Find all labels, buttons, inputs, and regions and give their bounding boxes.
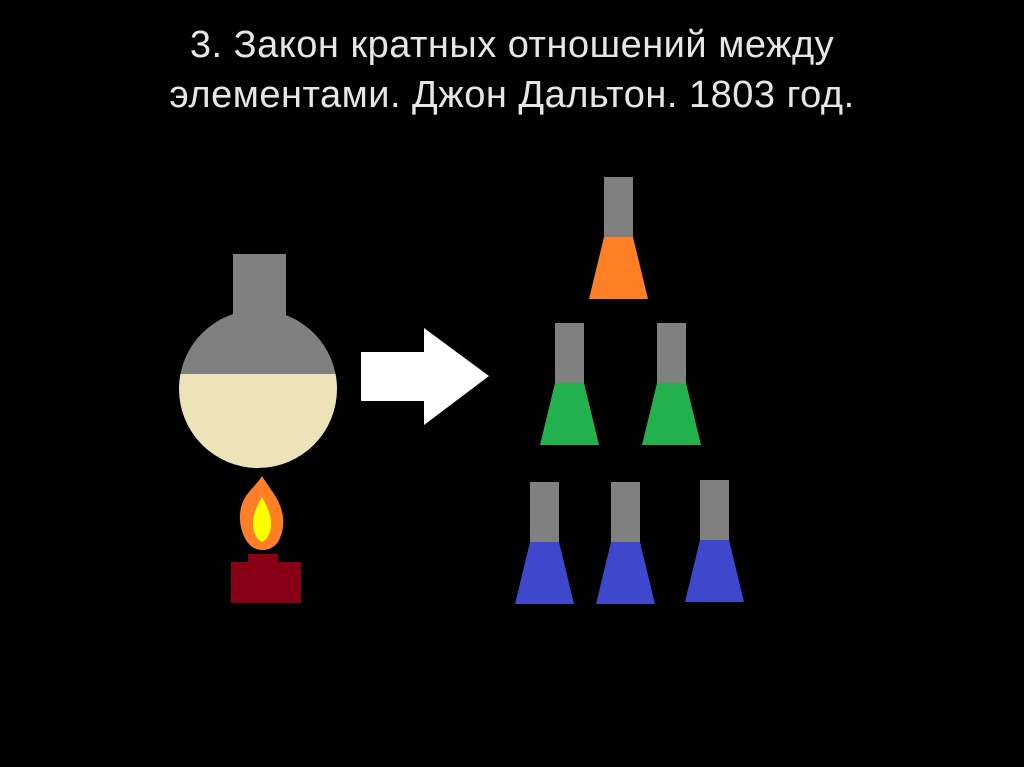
- flask-neck: [611, 482, 640, 542]
- right-arrow-icon: [361, 328, 489, 425]
- conical-flask-icon: [642, 323, 701, 445]
- flask-neck: [530, 482, 559, 542]
- flask-body-green: [642, 383, 701, 445]
- conical-flask-icon: [540, 323, 599, 445]
- burner-top: [248, 554, 278, 564]
- slide-title-line-2: элементами. Джон Дальтон. 1803 год.: [169, 74, 855, 116]
- flask-bulb-empty: [180, 310, 336, 375]
- flask-neck: [233, 254, 286, 320]
- slide-title-line-1: 3. Закон кратных отношений между: [189, 24, 835, 66]
- round-bottom-flask-icon: [179, 254, 337, 468]
- slide-title: 3. Закон кратных отношений между элемент…: [0, 20, 1024, 120]
- burner-body: [231, 562, 301, 603]
- flame-icon: [239, 476, 284, 550]
- flask-body-blue: [515, 542, 574, 604]
- flask-body-green: [540, 383, 599, 445]
- flask-neck: [700, 480, 729, 540]
- flask-neck: [604, 177, 633, 237]
- flask-body-blue: [596, 542, 655, 604]
- conical-flask-icon: [685, 480, 744, 602]
- burner-icon: [231, 554, 301, 603]
- flask-body-orange: [589, 237, 648, 299]
- conical-flask-icon: [596, 482, 655, 604]
- flame-inner: [253, 497, 271, 542]
- conical-flask-icon: [589, 177, 648, 299]
- conical-flask-icon: [515, 482, 574, 604]
- flask-neck: [657, 323, 686, 383]
- flask-body-blue: [685, 540, 744, 602]
- flask-liquid: [179, 374, 337, 468]
- flask-neck: [555, 323, 584, 383]
